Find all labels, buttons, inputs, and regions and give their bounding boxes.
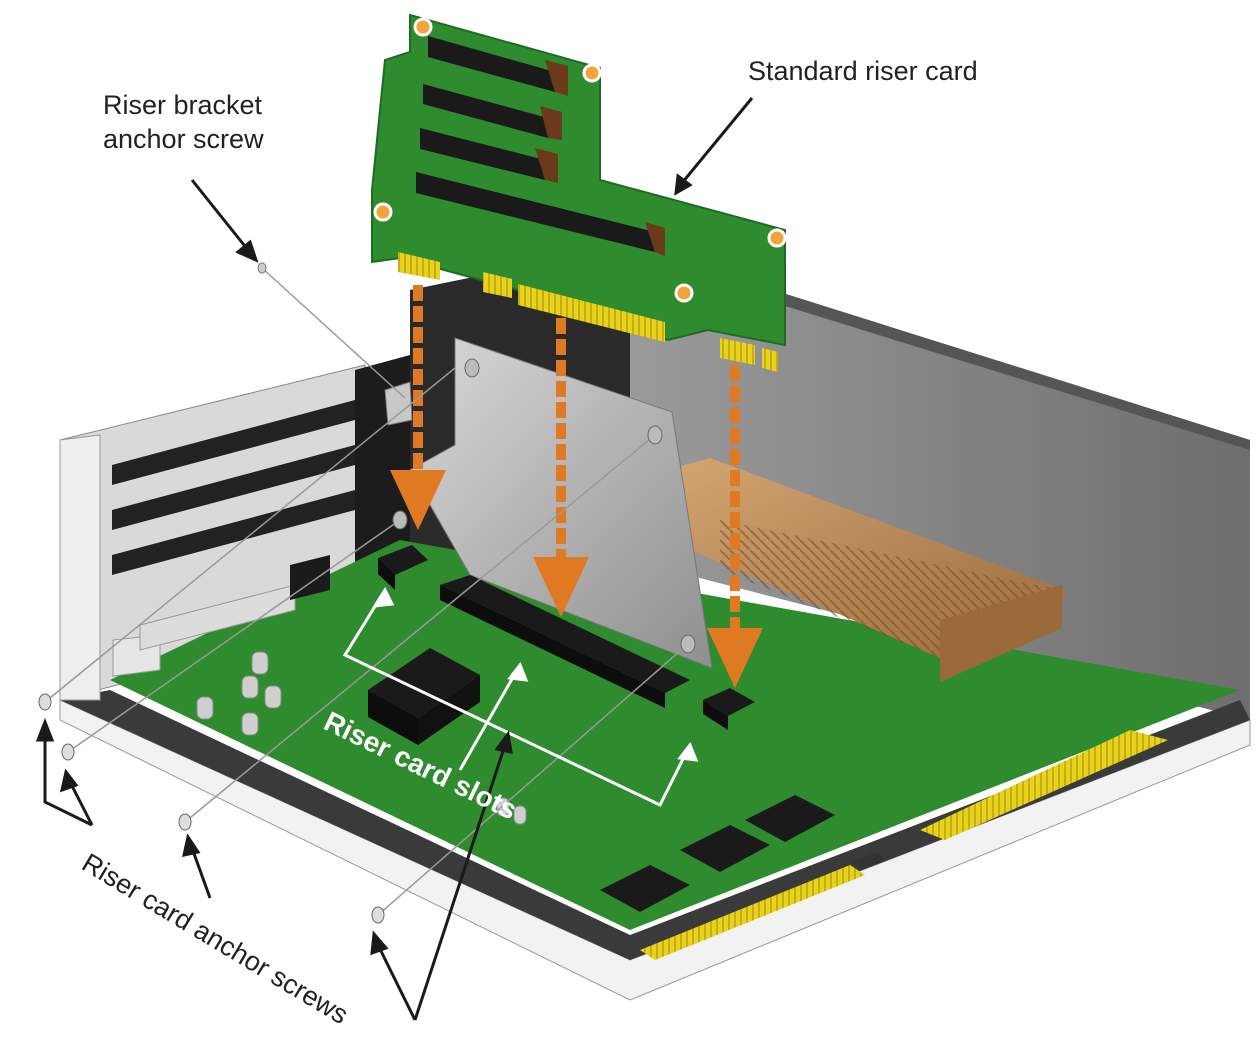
- riser-slot-end: [645, 222, 665, 256]
- mounting-holes: [373, 17, 787, 303]
- chassis-back-wall: [630, 245, 1250, 720]
- screw-icon: [257, 262, 267, 274]
- screws: [38, 262, 696, 924]
- pointer-arrow-icon: [674, 97, 754, 196]
- chip: [745, 795, 835, 842]
- riser-slot-end: [535, 148, 558, 183]
- riser-expansion-slots: [416, 36, 665, 256]
- riser-slot-long: [440, 575, 690, 693]
- riser-gold-finger: [762, 348, 778, 372]
- label-standard-riser-card: Standard riser card: [748, 56, 978, 86]
- pointer-arrow-icon: [370, 930, 417, 1021]
- insertion-arrows: [390, 285, 763, 688]
- screw-icon: [178, 813, 192, 831]
- riser-gold-finger: [483, 272, 512, 298]
- riser-slot-small-right: [703, 688, 755, 716]
- riser-card-slots: [378, 545, 755, 730]
- chip: [680, 825, 770, 872]
- screw-icon: [61, 743, 75, 761]
- io-slot: [112, 400, 355, 485]
- pointer-arrow-icon: [413, 730, 513, 1021]
- riser-gold-finger: [720, 338, 755, 365]
- screw-icon: [647, 425, 663, 445]
- screw-icon: [680, 634, 696, 654]
- riser-expansion-slot: [420, 128, 545, 180]
- motherboard-pcb: [110, 540, 1240, 930]
- heatsink-front: [940, 585, 1062, 682]
- io-connector: [290, 555, 330, 600]
- pointer-arrow-icon: [182, 833, 212, 899]
- edge-contact: [920, 730, 1168, 840]
- down-arrow-icon: [390, 285, 446, 530]
- io-connector: [139, 584, 296, 651]
- pointer-arrow-icon: [190, 179, 259, 263]
- label-riser-card-anchor-screws: Riser card anchor screws: [77, 847, 354, 1030]
- screw-icon: [392, 510, 408, 530]
- screw-icon: [464, 358, 480, 378]
- riser-gold-finger: [398, 252, 440, 280]
- riser-slot-end: [540, 106, 562, 140]
- capacitors: [196, 651, 527, 825]
- riser-slot-small-right-side: [703, 700, 728, 730]
- riser-slot-long-side: [440, 585, 665, 708]
- down-arrow-icon: [707, 365, 763, 688]
- screw-guides: [44, 267, 689, 916]
- down-arrow-icon: [533, 318, 589, 617]
- socket-chip-side: [368, 690, 418, 745]
- label-riser-bracket-line1: Riser bracket: [103, 90, 263, 120]
- riser-card: [371, 13, 787, 372]
- screw-icon: [371, 906, 385, 924]
- riser-expansion-slot: [416, 172, 655, 252]
- edge-contact-notch: [852, 852, 885, 870]
- pointer-arrow-icon: [35, 717, 93, 827]
- riser-bracket-flange: [384, 381, 413, 426]
- edge-contact: [640, 865, 865, 960]
- socket-chip: [368, 648, 480, 718]
- riser-expansion-slot: [428, 36, 555, 92]
- riser-gold-finger: [518, 284, 665, 342]
- chip: [600, 865, 690, 912]
- riser-slot-small-left: [378, 545, 428, 575]
- label-riser-bracket-line2: anchor screw: [103, 124, 264, 154]
- socket-chip-side: [418, 675, 480, 745]
- io-slot: [112, 490, 355, 575]
- pointer-arrow-icon: [59, 768, 94, 826]
- riser-slot-end: [545, 60, 568, 96]
- riser-bracket: [384, 337, 713, 669]
- screw-icon: [38, 693, 52, 711]
- io-slot: [112, 445, 355, 530]
- chassis-left-wall-edge: [59, 434, 101, 701]
- motherboard: [110, 540, 1240, 960]
- riser-expansion-slot: [423, 84, 548, 138]
- riser-slot-small-left-side: [378, 558, 395, 590]
- callout-arrows: [35, 97, 754, 1021]
- heatsink: [668, 458, 1065, 682]
- slot-pointers: [342, 586, 699, 807]
